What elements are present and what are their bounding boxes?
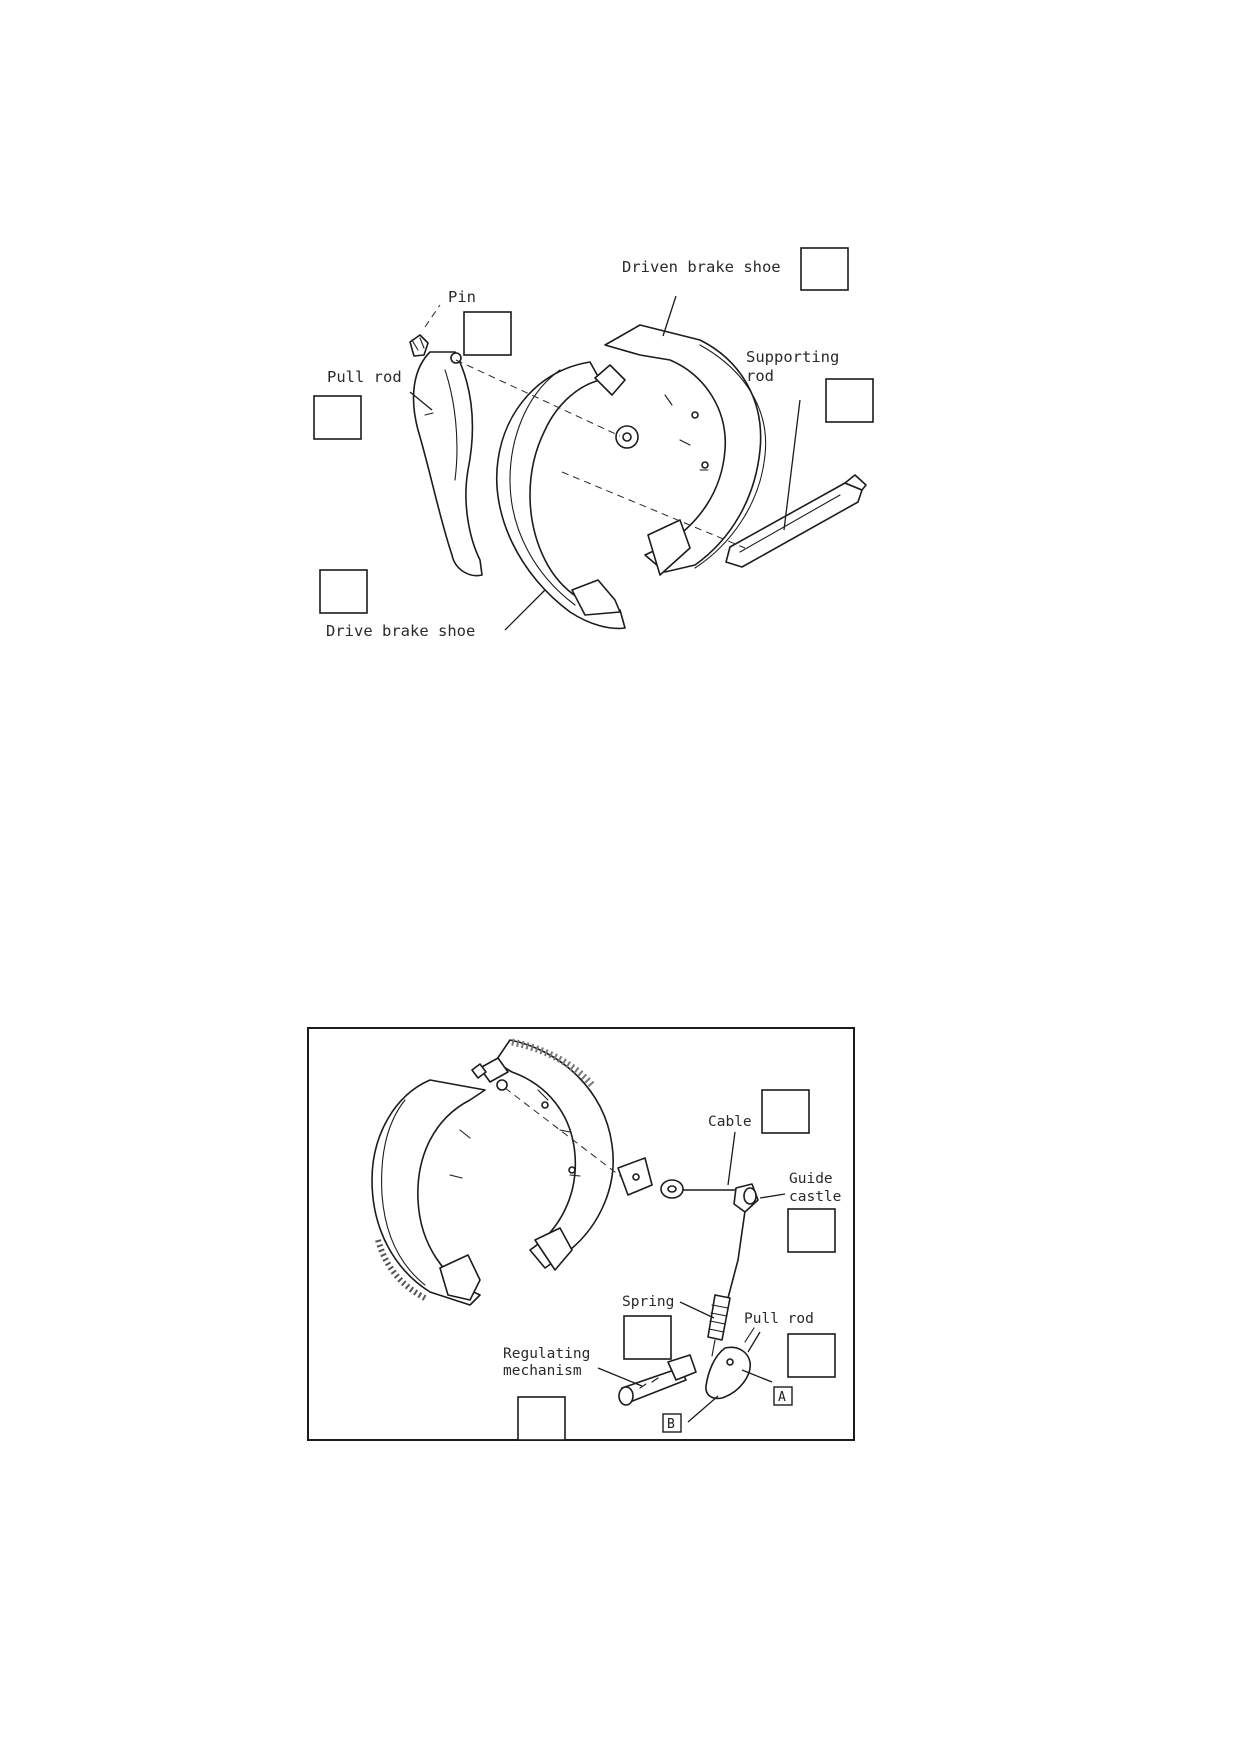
- regulating-mechanism-part: [618, 1354, 697, 1406]
- supporting-rod-part: [725, 474, 867, 568]
- label-supporting-rod-line1: Supporting: [746, 348, 839, 366]
- leader-cable: [727, 1131, 736, 1186]
- leader-driven-brake-shoe: [662, 295, 677, 337]
- top-brake-shoe-diagram: Driven brake shoe Pin Pull rod Supportin…: [313, 247, 874, 640]
- leader-guide-castle: [759, 1193, 786, 1199]
- driven-brake-shoe-part: [604, 324, 767, 576]
- leader-spring: [679, 1301, 715, 1319]
- plate-part: [617, 1157, 653, 1196]
- pull-rod-lever-part: [705, 1327, 755, 1400]
- pivot-washer: [615, 425, 639, 449]
- label-pin: Pin: [448, 288, 476, 306]
- assembly-line-pin-label: [424, 304, 441, 328]
- answer-box-guide-castle[interactable]: [787, 1208, 836, 1253]
- assembly-line-rod: [561, 471, 746, 549]
- label-guide-castle-line1: Guide: [789, 1171, 833, 1187]
- answer-box-pull-rod-bottom[interactable]: [787, 1333, 836, 1378]
- assembly-line-washer: [504, 1087, 629, 1183]
- leader-tag-a: [741, 1369, 773, 1383]
- leader-pull-rod: [409, 391, 433, 411]
- leader-supporting-rod: [783, 399, 801, 531]
- pin-part: [409, 334, 429, 357]
- answer-box-supporting-rod[interactable]: [825, 378, 874, 423]
- answer-box-pull-rod[interactable]: [313, 395, 362, 440]
- leader-drive-brake-shoe: [504, 589, 546, 631]
- tag-a-text: A: [778, 1390, 786, 1405]
- web-shoe-part: [479, 1038, 614, 1271]
- label-driven-brake-shoe: Driven brake shoe: [622, 258, 781, 276]
- label-regulating-mechanism-line2: mechanism: [503, 1363, 582, 1379]
- guide-castle-part: [733, 1183, 759, 1213]
- answer-box-spring[interactable]: [623, 1315, 672, 1360]
- pull-rod-part: [412, 351, 483, 577]
- washer-part: [660, 1179, 684, 1199]
- label-cable: Cable: [708, 1114, 752, 1130]
- tag-a: A: [773, 1386, 793, 1406]
- leader-tag-b: [687, 1395, 719, 1423]
- label-guide-castle-line2: castle: [789, 1189, 841, 1205]
- label-spring: Spring: [622, 1294, 674, 1310]
- answer-box-cable[interactable]: [761, 1089, 810, 1134]
- leader-pull-rod: [747, 1331, 761, 1353]
- label-drive-brake-shoe: Drive brake shoe: [326, 622, 475, 640]
- label-pull-rod: Pull rod: [327, 368, 402, 386]
- lined-shoe-part: [371, 1079, 486, 1306]
- top-pin-part: [471, 1063, 487, 1079]
- answer-box-pin[interactable]: [463, 311, 512, 356]
- assembly-line-pin: [455, 359, 621, 437]
- drive-brake-shoe-part: [496, 361, 626, 630]
- answer-box-driven-brake-shoe[interactable]: [800, 247, 849, 291]
- tag-b: B: [662, 1413, 682, 1433]
- answer-box-drive-brake-shoe[interactable]: [319, 569, 368, 614]
- label-regulating-mechanism-line1: Regulating: [503, 1346, 590, 1362]
- tag-b-text: B: [667, 1417, 675, 1432]
- leader-regulating-mechanism: [597, 1367, 643, 1387]
- label-supporting-rod-line2: rod: [746, 367, 774, 385]
- answer-box-regulating-mechanism[interactable]: [517, 1396, 566, 1441]
- spring-part: [707, 1294, 731, 1357]
- label-pull-rod-bottom: Pull rod: [744, 1311, 814, 1327]
- bottom-brake-assembly-diagram: Cable Guide castle Spring Pull rod Regul…: [307, 1027, 855, 1441]
